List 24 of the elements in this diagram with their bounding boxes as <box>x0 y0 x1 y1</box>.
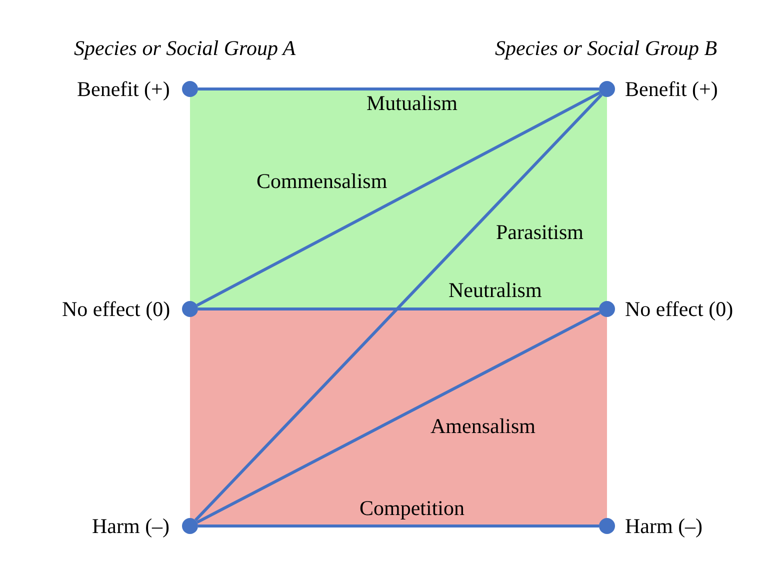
endpoint-dot <box>182 518 198 534</box>
edge-label: Neutralism <box>448 278 542 302</box>
level-label: Harm (–) <box>625 514 703 538</box>
level-label: Benefit (+) <box>77 77 170 101</box>
endpoint-dot <box>182 301 198 317</box>
column-heading: Species or Social Group B <box>495 36 718 60</box>
edge-label: Competition <box>360 496 464 520</box>
level-label: No effect (0) <box>62 297 170 321</box>
endpoint-dot <box>599 518 615 534</box>
connector-line <box>194 94 603 522</box>
level-label: Benefit (+) <box>625 77 718 101</box>
connector-line <box>198 88 599 90</box>
column-heading: Species or Social Group A <box>74 36 296 60</box>
level-label: Harm (–) <box>92 514 170 538</box>
edge-label: Commensalism <box>256 169 388 193</box>
edge-label: Amensalism <box>430 414 536 438</box>
endpoint-dot <box>599 301 615 317</box>
connector-line <box>198 308 599 310</box>
level-label: No effect (0) <box>625 297 734 321</box>
edge-label: Parasitism <box>496 220 584 244</box>
connector-line <box>198 524 599 528</box>
edge-label: Mutualism <box>366 91 458 115</box>
endpoint-dot <box>599 81 615 97</box>
endpoint-dot <box>182 81 198 97</box>
